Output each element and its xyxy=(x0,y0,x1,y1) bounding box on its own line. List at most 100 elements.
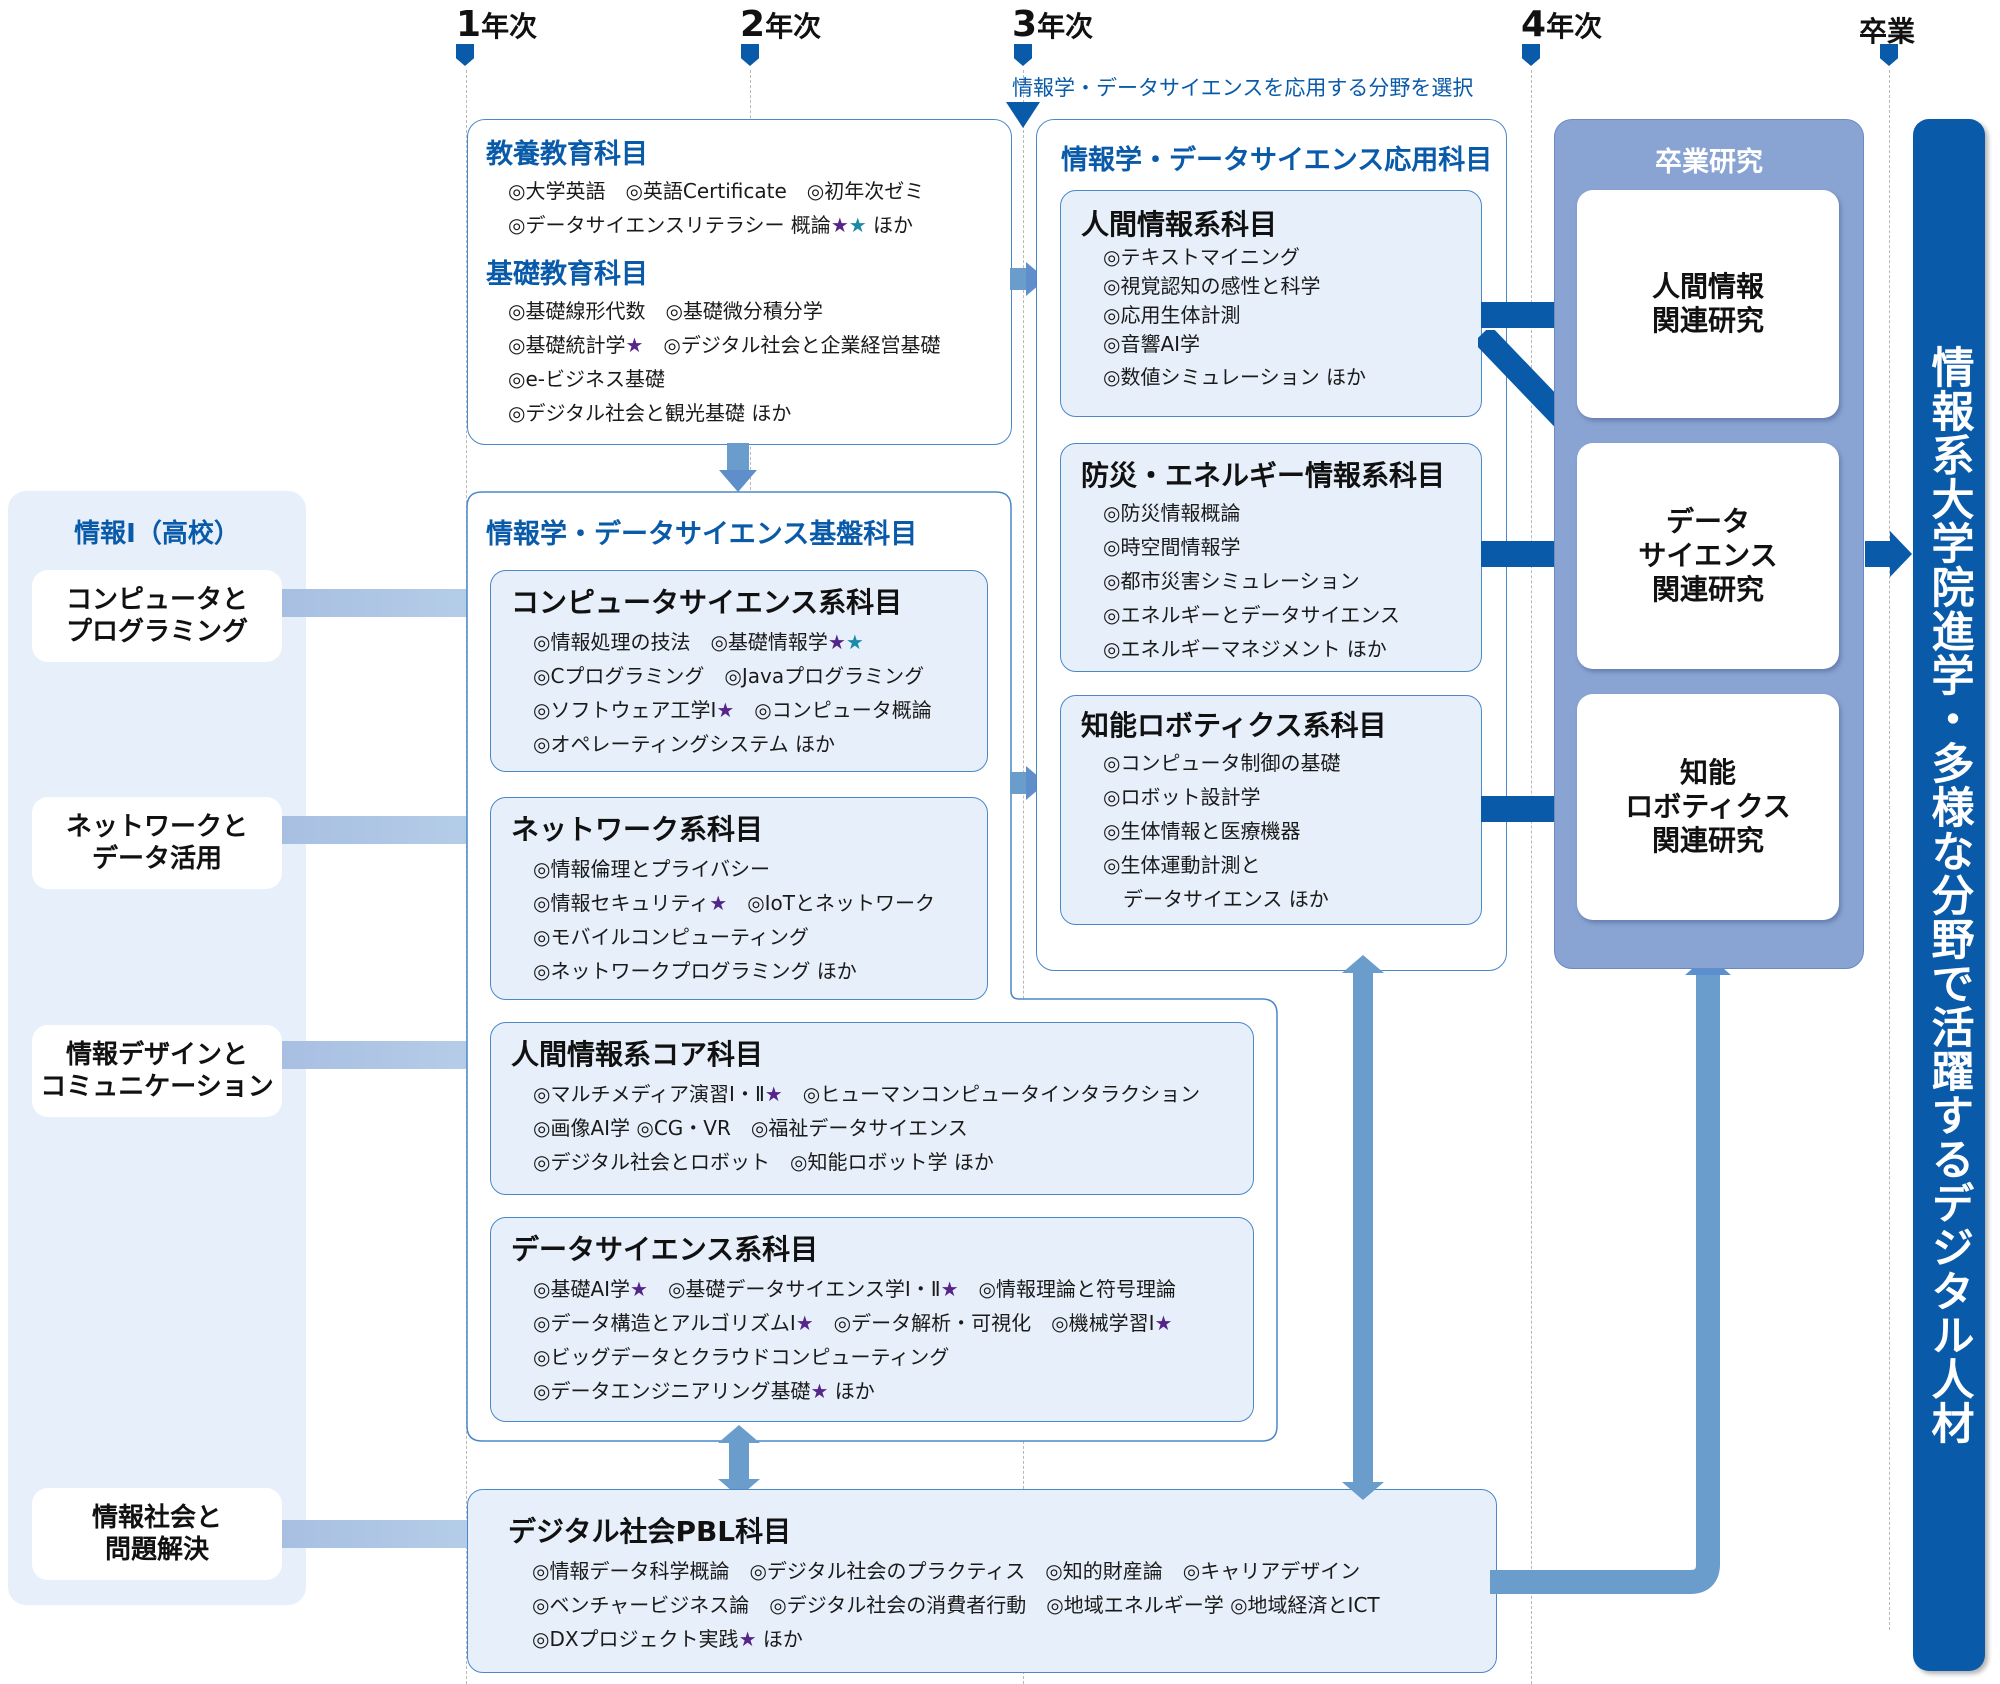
data-science-courses-box: データサイエンス系科目 ◎基礎AI学★ ◎基礎データサイエンス学Ⅰ・Ⅱ★ ◎情報… xyxy=(490,1217,1254,1422)
hs-card-line: プログラミング xyxy=(65,617,248,647)
year-4-guide-line xyxy=(1531,70,1532,1684)
course-row: ◎データエンジニアリング基礎★ ほか xyxy=(533,1374,1176,1408)
star-purple-icon: ★ xyxy=(625,333,644,357)
disaster-energy-title: 防災・エネルギー情報系科目 xyxy=(1081,459,1446,492)
course-row: ◎基礎統計学★ ◎デジタル社会と企業経営基礎 xyxy=(508,328,940,362)
star-purple-icon: ★ xyxy=(1154,1311,1173,1335)
star-purple-icon: ★ xyxy=(830,213,849,237)
course-text: ◎コンピュータ概論 xyxy=(734,698,932,722)
network-courses-box: ネットワーク系科目 ◎情報倫理とプライバシー ◎情報セキュリティ★ ◎IoTとネ… xyxy=(490,797,988,1000)
course-row: ◎ネットワークプログラミング ほか xyxy=(533,959,857,983)
human-info-applied-box: 人間情報系科目 ◎テキストマイニング ◎視覚認知の感性と科学 ◎応用生体計測 ◎… xyxy=(1060,190,1482,417)
course-row: ◎大学英語 ◎英語Certificate ◎初年次ゼミ xyxy=(508,179,925,203)
cs-courses-list: ◎情報処理の技法 ◎基礎情報学★★ ◎Cプログラミング ◎Javaプログラミング… xyxy=(533,625,932,761)
course-row: ◎画像AI学 ◎CG・VR ◎福祉データサイエンス xyxy=(533,1116,968,1140)
hs-card-line: コミュニケーション xyxy=(40,1072,274,1102)
year-3-guide-line xyxy=(1023,70,1024,1684)
elbow-arrow-icon xyxy=(1490,955,1731,1594)
down-arrow-shaft xyxy=(727,443,749,473)
high-school-title: 情報Ⅰ（高校） xyxy=(74,519,240,549)
hs-card-line: 情報社会と xyxy=(91,1503,222,1533)
course-row: ◎情報データ科学概論 ◎デジタル社会のプラクティス ◎知的財産論 ◎キャリアデザ… xyxy=(532,1559,1361,1583)
course-text: ◎IoTとネットワーク xyxy=(727,891,936,915)
hs-card-design-communication: 情報デザインと コミュニケーション xyxy=(32,1025,282,1117)
general-education-box: 教養教育科目 ◎大学英語 ◎英語Certificate ◎初年次ゼミ ◎データサ… xyxy=(467,119,1012,445)
general-education-title: 教養教育科目 xyxy=(486,139,648,170)
year-1-flag-icon xyxy=(456,44,474,66)
course-text: ◎基礎データサイエンス学Ⅰ・Ⅱ xyxy=(647,1277,941,1301)
research-card-line: 関連研究 xyxy=(1651,573,1764,606)
course-row: ◎基礎AI学★ ◎基礎データサイエンス学Ⅰ・Ⅱ★ ◎情報理論と符号理論 xyxy=(533,1272,1176,1306)
course-row: ◎テキストマイニング xyxy=(1103,245,1300,269)
hs-arrow-shaft xyxy=(282,816,494,844)
course-row: ◎データサイエンスリテラシー 概論★★ ほか xyxy=(508,208,924,242)
year-marker-4: 4年次 xyxy=(1521,4,1603,45)
course-row: ◎ベンチャービジネス論 ◎デジタル社会の消費者行動 ◎地域エネルギー学 ◎地域経… xyxy=(532,1593,1380,1617)
graduation-research-box: 卒業研究 人間情報 関連研究 データ サイエンス 関連研究 知能 ロボティクス … xyxy=(1554,119,1864,969)
star-purple-icon: ★ xyxy=(940,1277,959,1301)
pbl-courses-title: デジタル社会PBL科目 xyxy=(508,1515,792,1548)
course-text: ◎マルチメディア演習Ⅰ・Ⅱ xyxy=(533,1082,765,1106)
research-card-data-science: データ サイエンス 関連研究 xyxy=(1577,443,1839,669)
research-card-line: 関連研究 xyxy=(1651,304,1764,337)
course-text: ほか xyxy=(866,213,914,237)
cs-courses-box: コンピュータサイエンス系科目 ◎情報処理の技法 ◎基礎情報学★★ ◎Cプログラミ… xyxy=(490,570,988,772)
star-teal-icon: ★ xyxy=(848,213,867,237)
course-row: ◎生体情報と医療機器 xyxy=(1103,819,1301,843)
course-text: ◎情報理論と符号理論 xyxy=(958,1277,1176,1301)
network-courses-title: ネットワーク系科目 xyxy=(511,813,764,846)
hs-card-line: ネットワークと xyxy=(65,812,248,842)
year-marker-3: 3年次 xyxy=(1012,4,1094,45)
course-row: データサイエンス ほか xyxy=(1103,887,1329,911)
outcome-text: 情報系大学院進学・多様な分野で活躍するデジタル人材 xyxy=(1924,345,1974,1445)
course-row: ◎基礎線形代数 ◎基礎微分積分学 xyxy=(508,299,823,323)
research-card-line: ロボティクス xyxy=(1625,790,1791,823)
pbl-courses-list: ◎情報データ科学概論 ◎デジタル社会のプラクティス ◎知的財産論 ◎キャリアデザ… xyxy=(532,1554,1380,1656)
research-card-robotics: 知能 ロボティクス 関連研究 xyxy=(1577,694,1839,920)
arrow-shaft xyxy=(1865,541,1893,567)
course-row: ◎マルチメディア演習Ⅰ・Ⅱ★ ◎ヒューマンコンピュータインタラクション xyxy=(533,1077,1200,1111)
star-purple-icon: ★ xyxy=(810,1379,829,1403)
star-purple-icon: ★ xyxy=(630,1277,648,1301)
arrow-shaft xyxy=(1010,268,1028,290)
course-text: ほか xyxy=(828,1379,875,1403)
graduation-guide-line xyxy=(1889,70,1890,1630)
course-row: ◎時空間情報学 xyxy=(1103,535,1241,559)
robotics-title: 知能ロボティクス系科目 xyxy=(1081,709,1387,742)
course-row: ◎ビッグデータとクラウドコンピューティング xyxy=(533,1345,950,1369)
course-row: ◎生体運動計測と xyxy=(1103,853,1261,877)
course-row: ◎数値シミュレーション ほか xyxy=(1103,365,1367,389)
year-marker-1: 1年次 xyxy=(456,4,538,45)
course-row: ◎エネルギーとデータサイエンス xyxy=(1103,603,1400,627)
course-text: ◎データサイエンスリテラシー 概論 xyxy=(508,213,831,237)
year-2-flag-icon xyxy=(741,44,759,66)
human-info-core-box: 人間情報系コア科目 ◎マルチメディア演習Ⅰ・Ⅱ★ ◎ヒューマンコンピュータインタ… xyxy=(490,1022,1254,1195)
network-courses-list: ◎情報倫理とプライバシー ◎情報セキュリティ★ ◎IoTとネットワーク ◎モバイ… xyxy=(533,852,935,988)
year-4-flag-icon xyxy=(1522,44,1540,66)
course-row: ◎e-ビジネス基礎 xyxy=(508,367,665,391)
right-arrow-icon xyxy=(1890,531,1912,577)
research-card-line: データ xyxy=(1665,505,1750,538)
outcome-banner: 情報系大学院進学・多様な分野で活躍するデジタル人材 xyxy=(1913,119,1985,1671)
star-teal-icon: ★ xyxy=(845,630,864,654)
course-row: ◎ロボット設計学 xyxy=(1103,785,1261,809)
course-row: ◎音響AI学 xyxy=(1103,332,1201,356)
disaster-energy-box: 防災・エネルギー情報系科目 ◎防災情報概論 ◎時空間情報学 ◎都市災害シミュレー… xyxy=(1060,443,1482,672)
hs-card-line: 問題解決 xyxy=(104,1535,209,1565)
course-row: ◎情報処理の技法 ◎基礎情報学★★ xyxy=(533,625,932,659)
basic-education-list: ◎基礎線形代数 ◎基礎微分積分学 ◎基礎統計学★ ◎デジタル社会と企業経営基礎 … xyxy=(508,294,940,430)
human-info-applied-title: 人間情報系科目 xyxy=(1081,208,1278,241)
course-row: ◎ソフトウェア工学Ⅰ★ ◎コンピュータ概論 xyxy=(533,693,932,727)
course-row: ◎モバイルコンピューティング xyxy=(533,925,809,949)
course-text: ◎情報セキュリティ xyxy=(533,891,710,915)
graduation-flag-icon xyxy=(1880,44,1898,66)
human-info-applied-list: ◎テキストマイニング ◎視覚認知の感性と科学 ◎応用生体計測 ◎音響AI学 ◎数… xyxy=(1103,243,1366,392)
star-purple-icon: ★ xyxy=(795,1311,814,1335)
pbl-courses-box: デジタル社会PBL科目 ◎情報データ科学概論 ◎デジタル社会のプラクティス ◎知… xyxy=(467,1489,1497,1673)
basic-education-title: 基礎教育科目 xyxy=(486,259,648,290)
applied-courses-title: 情報学・データサイエンス応用科目 xyxy=(1061,145,1493,176)
course-text: ◎基礎統計学 xyxy=(508,333,626,357)
course-row: ◎Cプログラミング ◎Javaプログラミング xyxy=(533,664,925,688)
course-row: ◎オペレーティングシステム ほか xyxy=(533,732,836,756)
course-text: ◎基礎AI学 xyxy=(533,1277,631,1301)
